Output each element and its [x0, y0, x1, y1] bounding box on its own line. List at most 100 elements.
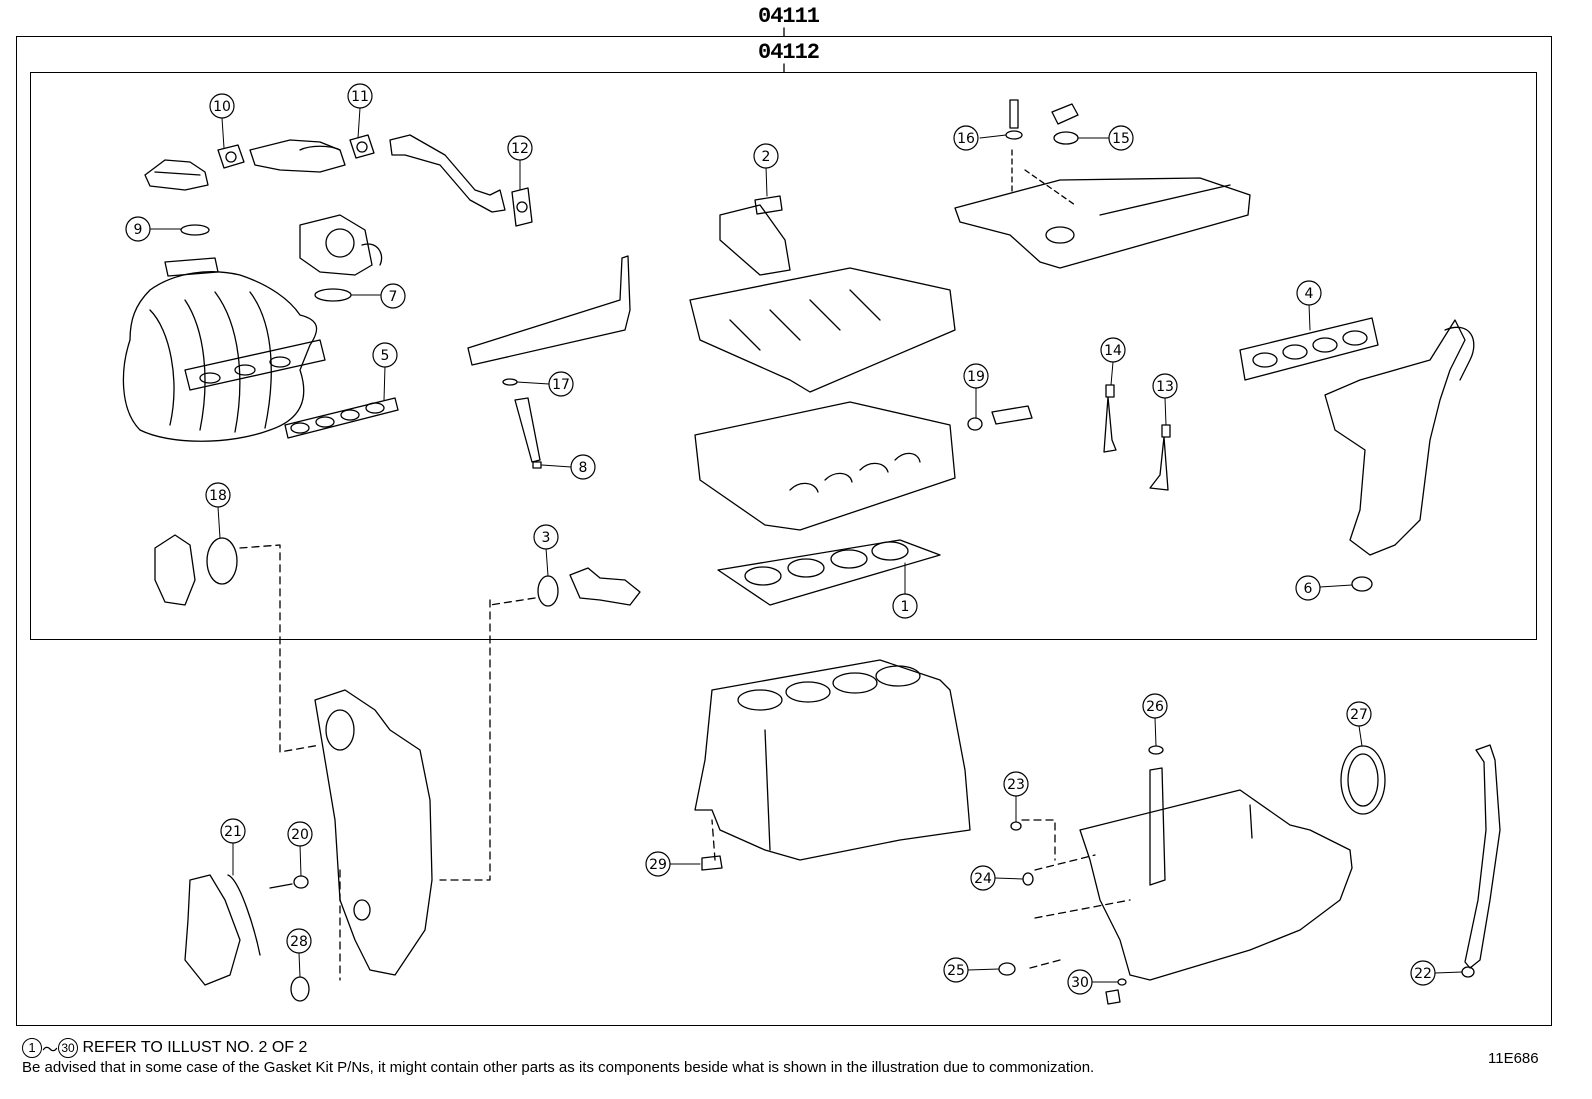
callout-26: 26	[1142, 693, 1168, 719]
callout-16: 16	[953, 125, 979, 151]
svg-text:22: 22	[1414, 966, 1432, 982]
o-ring-22	[1461, 966, 1475, 978]
gasket-30	[1117, 978, 1127, 986]
svg-text:1: 1	[901, 599, 910, 615]
drain-plug-30	[1105, 989, 1121, 1005]
callout-21: 21	[220, 818, 246, 844]
valve-cover-part	[954, 177, 1251, 269]
callout-24: 24	[970, 865, 996, 891]
callout-25: 25	[943, 957, 969, 983]
range-end-marker: 30	[58, 1038, 79, 1058]
callout-22: 22	[1410, 960, 1436, 986]
plug-29	[701, 855, 723, 871]
svg-text:24: 24	[974, 871, 992, 887]
svg-text:7: 7	[389, 289, 398, 305]
svg-text:16: 16	[957, 131, 975, 147]
callout-7: 7	[380, 283, 406, 309]
o-ring-17	[502, 378, 518, 386]
advisory-note: Be advised that in some case of the Gask…	[22, 1059, 1095, 1076]
head-gasket-1	[717, 539, 941, 606]
egr-valve-part	[144, 159, 209, 191]
seal-20	[293, 875, 309, 889]
gasket-5	[284, 397, 399, 439]
gasket-6	[1351, 576, 1373, 592]
svg-text:9: 9	[134, 222, 143, 238]
gasket-9	[180, 224, 210, 236]
callout-20: 20	[287, 821, 313, 847]
gasket-15	[1053, 131, 1079, 145]
o-ring-26	[1148, 745, 1164, 755]
seal-3	[537, 575, 559, 607]
callout-4: 4	[1296, 280, 1322, 306]
callout-5: 5	[372, 342, 398, 368]
cylinder-block-part	[694, 659, 971, 861]
svg-text:17: 17	[552, 377, 570, 393]
callout-8: 8	[570, 454, 596, 480]
svg-text:4: 4	[1305, 286, 1314, 302]
svg-text:12: 12	[511, 141, 529, 157]
callout-17: 17	[548, 371, 574, 397]
callout-15: 15	[1108, 125, 1134, 151]
callout-3: 3	[533, 524, 559, 550]
gasket-10	[217, 144, 245, 169]
inner-kit-frame	[30, 72, 1537, 640]
gasket-2	[754, 195, 783, 215]
gasket-11	[349, 134, 375, 159]
vacuum-pump-part	[154, 534, 196, 606]
water-inlet-part	[569, 567, 641, 606]
gasket-12	[511, 187, 533, 227]
timing-chain-21	[227, 874, 261, 956]
svg-text:2: 2	[762, 149, 771, 165]
o-ring-18	[206, 537, 238, 585]
svg-text:27: 27	[1350, 707, 1368, 723]
callout-14: 14	[1100, 337, 1126, 363]
refer-text: REFER TO ILLUST NO. 2 OF 2	[82, 1039, 308, 1056]
coolant-pipe-part	[389, 134, 506, 213]
callout-6: 6	[1295, 575, 1321, 601]
sensor-part	[991, 405, 1033, 425]
svg-text:11: 11	[351, 89, 369, 105]
egr-pipe-part	[249, 139, 346, 173]
bolt-20	[269, 883, 293, 889]
svg-text:13: 13	[1156, 379, 1174, 395]
rear-oil-seal-27	[1340, 745, 1386, 815]
valve-13	[1149, 424, 1171, 491]
oil-cap-part	[1051, 103, 1079, 125]
o-ring-25	[998, 962, 1016, 976]
camshaft-housing-part	[689, 204, 956, 393]
intake-manifold-part	[122, 257, 326, 442]
svg-text:25: 25	[947, 963, 965, 979]
callout-28: 28	[286, 928, 312, 954]
svg-text:20: 20	[291, 827, 309, 843]
svg-text:5: 5	[381, 348, 390, 364]
callout-10: 10	[209, 93, 235, 119]
callout-11: 11	[347, 83, 373, 109]
callout-9: 9	[125, 216, 151, 242]
refer-note: 1～30 REFER TO ILLUST NO. 2 OF 2	[22, 1036, 307, 1060]
svg-text:28: 28	[290, 934, 308, 950]
svg-text:23: 23	[1007, 777, 1025, 793]
gasket-7	[314, 288, 352, 302]
cylinder-head-part	[694, 401, 956, 531]
svg-text:21: 21	[224, 824, 242, 840]
svg-text:3: 3	[542, 530, 551, 546]
o-ring-23	[1010, 821, 1022, 831]
injector-part	[514, 397, 542, 469]
inner-kit-code: 04112	[758, 40, 820, 65]
callout-12: 12	[507, 135, 533, 161]
oil-pan-part	[1079, 767, 1353, 981]
svg-text:6: 6	[1304, 581, 1313, 597]
callout-13: 13	[1152, 373, 1178, 399]
callout-19: 19	[963, 363, 989, 389]
range-tilde: ～	[42, 1042, 59, 1059]
callout-27: 27	[1346, 701, 1372, 727]
callout-18: 18	[205, 482, 231, 508]
exhaust-gasket-4	[1239, 317, 1379, 381]
throttle-body-part	[299, 214, 383, 276]
callout-2: 2	[753, 143, 779, 169]
exhaust-manifold-part	[1324, 319, 1475, 556]
outer-kit-code: 04111	[758, 4, 820, 29]
callout-23: 23	[1003, 771, 1029, 797]
svg-text:18: 18	[209, 488, 227, 504]
